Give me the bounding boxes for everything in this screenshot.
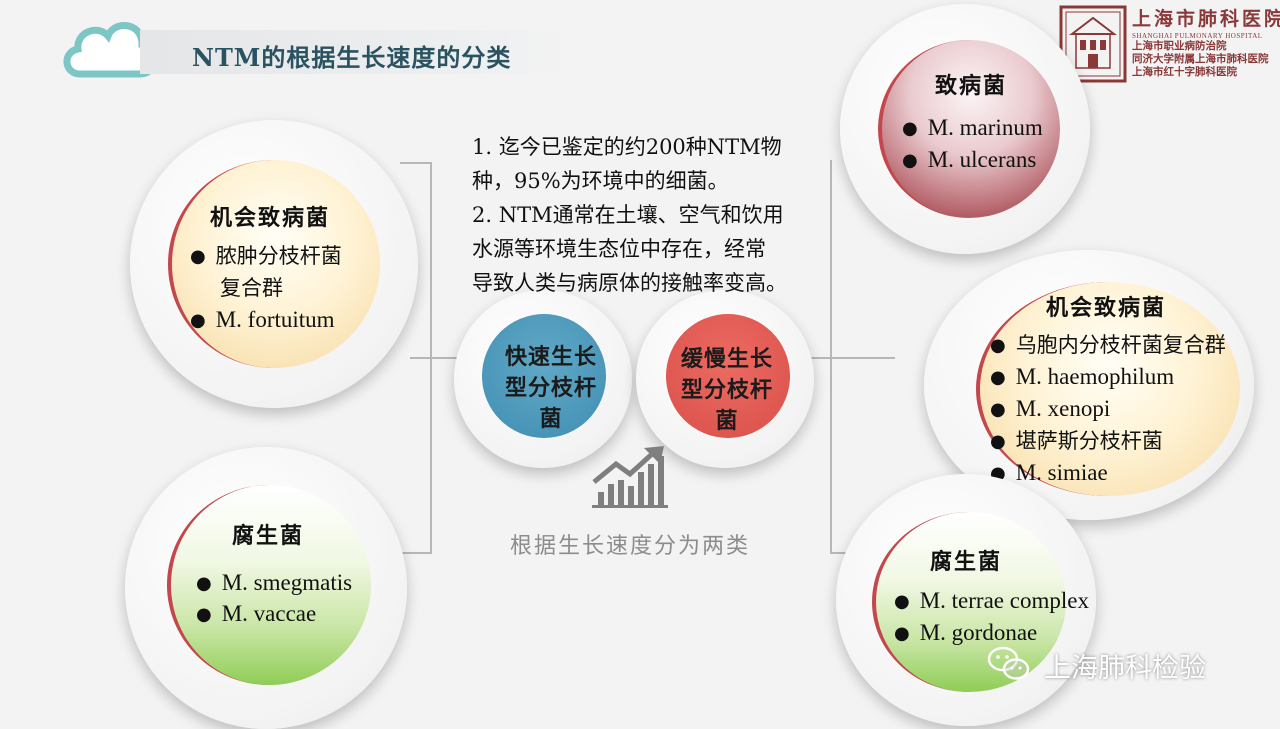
fast-opportunistic-circle — [130, 120, 418, 408]
slow-growth-label: 缓慢生长型分枝杆菌 — [680, 346, 773, 434]
connector-line — [400, 552, 432, 554]
fast-saprophytic-inner — [167, 485, 371, 685]
hospital-name-en: SHANGHAI PULMONARY HOSPITAL — [1132, 32, 1263, 40]
hospital-alias: 同济大学附属上海市肺科医院 — [1132, 53, 1269, 65]
list-item: ●M. marinum — [902, 115, 1043, 140]
slow-growth-circle — [636, 290, 814, 468]
connector-line — [805, 357, 895, 359]
hospital-name-block: 上海市肺科医院 SHANGHAI PULMONARY HOSPITAL 上海市职… — [1132, 4, 1280, 79]
slow-saprophytic-circle — [836, 474, 1096, 726]
connector-line — [830, 160, 832, 554]
page-title: NTM的根据生长速度的分类 — [192, 43, 512, 72]
list-item: ●M. gordonae — [894, 620, 1038, 645]
list-item: ●M. ulcerans — [902, 147, 1037, 172]
slow-opportunistic-inner — [976, 282, 1240, 496]
hospital-name-cn: 上海市肺科医院 — [1132, 8, 1280, 30]
slow-saprophytic-inner — [872, 512, 1066, 692]
list-item: ●M. simiae — [990, 460, 1108, 485]
slow-saprophytic-title: 腐生菌 — [930, 549, 1003, 575]
list-item: ●M. fortuitum — [190, 307, 335, 332]
fast-saprophytic-circle — [125, 447, 407, 729]
slow-opportunistic-title: 机会致病菌 — [1046, 295, 1167, 321]
fast-growth-circle — [454, 290, 632, 468]
list-item: 复合群 — [220, 276, 283, 300]
fast-opportunistic-title: 机会致病菌 — [210, 205, 331, 231]
slow-growth-inner — [666, 314, 790, 438]
fast-growth-label: 快速生长型分枝杆菌 — [504, 344, 597, 432]
fast-saprophytic-title: 腐生菌 — [232, 523, 305, 549]
hospital-logo-icon — [1059, 5, 1127, 83]
slow-pathogenic-title: 致病菌 — [935, 73, 1008, 99]
watermark-text: 上海肺科检验 — [1044, 653, 1206, 683]
list-item: ●M. vaccae — [196, 601, 317, 626]
slow-pathogenic-circle — [840, 4, 1090, 254]
growth-chart-icon — [592, 446, 668, 508]
list-item: ●M. terrae complex — [894, 588, 1089, 613]
list-item: ●乌胞内分枝杆菌复合群 — [990, 333, 1226, 357]
fast-opportunistic-inner — [168, 160, 380, 368]
intro-text: 1. 迄今已鉴定的约200种NTM物 种，95%为环境中的细菌。 2. NTM通… — [472, 135, 787, 295]
connector-line — [400, 162, 432, 164]
list-item: ●M. smegmatis — [196, 570, 353, 595]
hospital-alias: 上海市红十字肺科医院 — [1132, 66, 1237, 78]
connector-line — [410, 357, 460, 359]
hospital-alias: 上海市职业病防治院 — [1132, 40, 1227, 52]
list-item: ●脓肿分枝杆菌 — [190, 244, 342, 268]
list-item: ●M. haemophilum — [990, 364, 1175, 389]
fast-growth-inner — [482, 314, 606, 438]
wechat-icon — [987, 646, 1030, 680]
title-bar — [140, 30, 570, 74]
classification-caption: 根据生长速度分为两类 — [510, 534, 751, 559]
list-item: ●M. xenopi — [990, 396, 1111, 421]
list-item: ●堪萨斯分枝杆菌 — [990, 429, 1163, 453]
slow-pathogenic-inner — [878, 40, 1060, 218]
